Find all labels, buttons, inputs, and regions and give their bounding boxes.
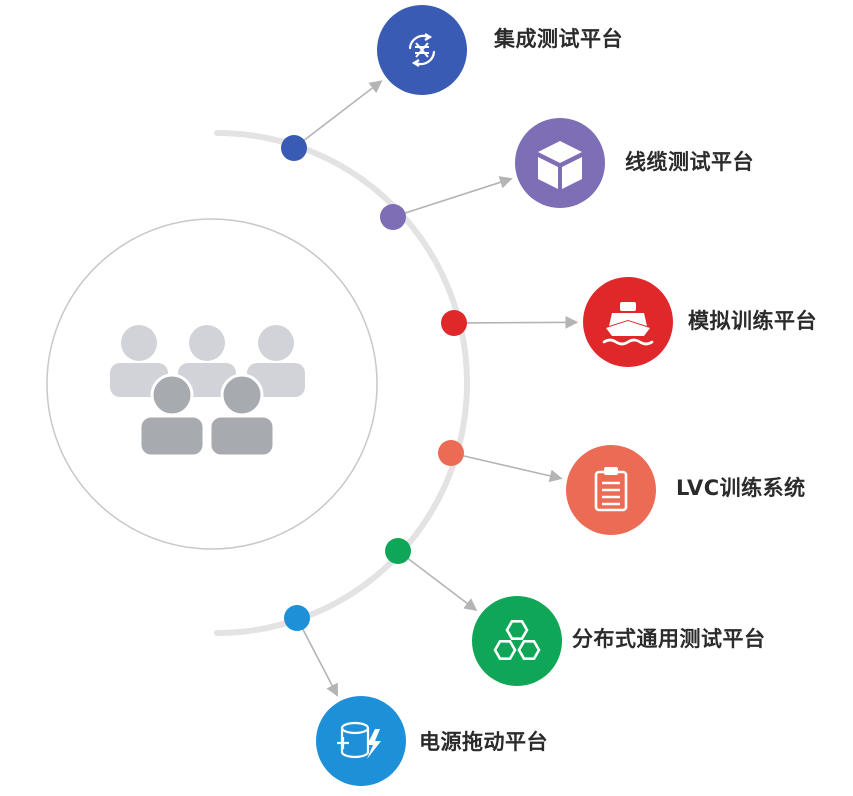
platform-label-simulation-training: 模拟训练平台: [688, 309, 817, 333]
clipboard-icon: [594, 467, 628, 512]
main-arc: [214, 130, 470, 636]
platform-label-cable-test: 线缆测试平台: [625, 150, 754, 174]
platform-label-distributed-test: 分布式通用测试平台: [572, 627, 766, 651]
connector-arrow-integration-test: [301, 80, 383, 143]
platform-node-distributed-test: [472, 596, 562, 686]
connector-layer: [300, 80, 579, 697]
platform-label-integration-test: 集成测试平台: [494, 27, 623, 51]
integration-icon: [408, 33, 436, 67]
power-icon: [337, 721, 381, 759]
arc-dot-power-drive: [284, 605, 310, 631]
arc-dot-distributed-test: [385, 538, 411, 564]
arc-dot-lvc-training: [438, 440, 464, 466]
arc-dot-simulation-training: [441, 310, 467, 336]
connector-arrow-lvc-training: [460, 454, 563, 483]
platform-node-power-drive: [316, 696, 406, 786]
cube-icon: [538, 141, 582, 189]
node-layer: [281, 5, 673, 786]
platform-label-power-drive: 电源拖动平台: [419, 730, 548, 754]
arc-dot-cable-test: [380, 204, 406, 230]
connector-arrow-cable-test: [402, 176, 513, 215]
people-group-icon: [110, 325, 305, 458]
connector-arrow-power-drive: [300, 626, 339, 697]
connector-arrow-simulation-training: [463, 315, 579, 329]
hexagons-icon: [493, 620, 541, 660]
ship-icon: [602, 302, 654, 346]
arc-dot-integration-test: [281, 135, 307, 161]
platform-label-lvc-training: LVC训练系统: [676, 476, 806, 500]
connector-arrow-distributed-test: [405, 556, 478, 612]
